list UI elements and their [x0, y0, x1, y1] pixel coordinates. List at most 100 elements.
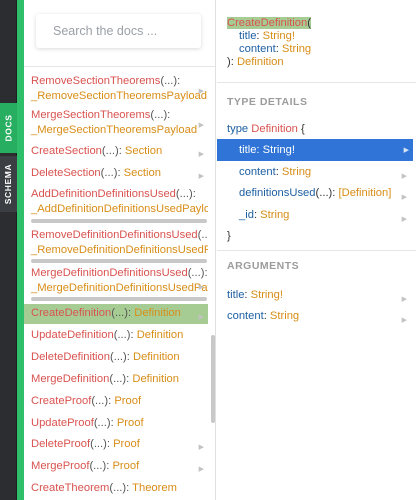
field-item-update-proof[interactable]: UpdateProof(...): Proof — [24, 416, 208, 431]
type-field-name[interactable]: title — [239, 144, 257, 156]
field-type[interactable]: Theorem — [132, 482, 177, 494]
type-field-definitions-used[interactable]: definitionsUsed(...): [Definition] ▶ — [239, 186, 413, 201]
type-field-name[interactable]: content — [239, 166, 276, 178]
type-field-id[interactable]: _id: String ▶ — [239, 208, 413, 223]
horizontal-scrollbar[interactable] — [31, 219, 207, 223]
vertical-scrollbar[interactable] — [211, 335, 215, 423]
field-args: (...) — [90, 438, 107, 450]
field-type[interactable]: Section — [123, 167, 161, 179]
field-type[interactable]: Proof — [116, 417, 144, 429]
field-item-merge-section-theorems[interactable]: MergeSectionTheorems(...): _MergeSection… — [24, 108, 208, 138]
signature-arg-type[interactable]: String! — [262, 30, 295, 42]
signature-arg-name: content — [239, 43, 276, 55]
field-name[interactable]: RemoveSectionTheorems — [31, 75, 161, 87]
field-type[interactable]: Proof — [112, 460, 140, 472]
type-field-type[interactable]: String — [260, 209, 290, 221]
type-field-type[interactable]: String — [281, 166, 312, 178]
field-args: (...) — [109, 351, 127, 363]
horizontal-scrollbar[interactable] — [31, 259, 207, 263]
field-args: (...) — [197, 229, 208, 241]
horizontal-scrollbar[interactable] — [31, 297, 207, 301]
field-name[interactable]: MergeProof — [31, 460, 90, 472]
search-input[interactable] — [53, 24, 193, 38]
docs-panel-accent — [17, 0, 24, 500]
field-name[interactable]: DeleteDefinition — [31, 351, 110, 363]
field-type[interactable]: Definition — [136, 329, 184, 341]
field-sep: : — [108, 395, 112, 407]
field-name[interactable]: UpdateProof — [31, 417, 94, 429]
field-args: (...) — [89, 460, 107, 472]
field-name[interactable]: CreateTheorem — [31, 482, 110, 494]
type-field-args: (...) — [315, 187, 333, 199]
field-name[interactable]: RemoveDefinitionDefinitionsUsed — [31, 229, 198, 241]
field-item-merge-definition-definitions-used[interactable]: MergeDefinitionDefinitionsUsed(...): _Me… — [24, 266, 208, 296]
search-box[interactable] — [36, 14, 201, 48]
signature-name: CreateDefinition — [227, 17, 308, 29]
field-type[interactable]: Definition — [134, 307, 181, 319]
field-sep: : — [126, 373, 130, 385]
field-item-merge-proof[interactable]: MergeProof(...): Proof ▶ — [24, 459, 208, 474]
open-brace: { — [301, 123, 305, 135]
argument-title[interactable]: title: String! ▶ — [227, 288, 413, 303]
field-type[interactable]: _AddDefinitionDefinitionsUsedPayload — [31, 203, 208, 215]
argument-content[interactable]: content: String ▶ — [227, 309, 413, 324]
close-brace: } — [227, 230, 231, 242]
field-name[interactable]: DeleteSection — [31, 167, 101, 179]
field-name[interactable]: CreateDefinition — [31, 307, 112, 319]
field-name[interactable]: CreateProof — [31, 395, 92, 407]
field-name[interactable]: AddDefinitionDefinitionsUsed — [31, 188, 176, 200]
side-tab-strip: DOCS SCHEMA — [0, 0, 17, 500]
field-item-remove-definition-definitions-used[interactable]: RemoveDefinitionDefinitionsUsed(...): _R… — [24, 228, 208, 258]
type-field-type[interactable]: String! — [262, 144, 295, 156]
type-field-title[interactable]: title: String! ▶ — [217, 139, 413, 161]
type-field-name[interactable]: _id — [239, 209, 254, 221]
field-name[interactable]: DeleteProof — [31, 438, 91, 450]
tab-schema[interactable]: SCHEMA — [0, 156, 17, 212]
field-item-create-proof[interactable]: CreateProof(...): Proof — [24, 394, 208, 409]
type-field-type[interactable]: [Definition] — [338, 187, 392, 199]
chevron-right-icon: ▶ — [401, 296, 407, 303]
field-type[interactable]: Definition — [132, 351, 180, 363]
chevron-right-icon: ▶ — [198, 284, 204, 291]
chevron-right-icon: ▶ — [198, 151, 204, 158]
signature-arg-name: title — [239, 30, 257, 42]
field-args: (...) — [113, 329, 131, 341]
field-item-create-theorem[interactable]: CreateTheorem(...): Theorem — [24, 481, 208, 496]
type-field-content[interactable]: content: String ▶ — [239, 165, 413, 180]
field-item-update-definition[interactable]: UpdateDefinition(...): Definition — [24, 328, 208, 343]
field-type[interactable]: Definition — [132, 373, 179, 385]
field-type[interactable]: _MergeSectionTheoremsPayload — [31, 124, 198, 136]
field-item-create-definition[interactable]: CreateDefinition(...): Definition ▶ — [24, 304, 208, 324]
field-name[interactable]: UpdateDefinition — [31, 329, 114, 341]
field-type[interactable]: Proof — [114, 395, 142, 407]
field-type[interactable]: _MergeDefinitionDefinitionsUsedPayload — [31, 282, 208, 294]
field-name[interactable]: CreateSection — [31, 145, 102, 157]
field-item-merge-definition[interactable]: MergeDefinition(...): Definition — [24, 372, 208, 387]
field-item-delete-section[interactable]: DeleteSection(...): Section ▶ — [24, 166, 208, 181]
signature-arg-type[interactable]: String — [281, 43, 312, 55]
field-item-add-definition-definitions-used[interactable]: AddDefinitionDefinitionsUsed(...): _AddD… — [24, 187, 208, 217]
field-sep: : — [204, 267, 208, 279]
field-item-delete-definition[interactable]: DeleteDefinition(...): Definition — [24, 350, 208, 365]
field-name[interactable]: MergeDefinition — [31, 373, 110, 385]
field-sep: : — [106, 460, 110, 472]
field-type[interactable]: Proof — [113, 438, 140, 450]
signature-name-highlight: CreateDefinition( — [227, 17, 311, 29]
field-sep: : — [118, 145, 122, 157]
argument-type[interactable]: String — [269, 310, 300, 322]
divider — [217, 82, 416, 83]
chevron-right-icon: ▶ — [401, 317, 407, 324]
field-name[interactable]: MergeDefinitionDefinitionsUsed — [31, 267, 188, 279]
field-item-create-section[interactable]: CreateSection(...): Section ▶ — [24, 144, 208, 159]
type-field-name[interactable]: definitionsUsed — [239, 187, 316, 199]
field-type[interactable]: _RemoveDefinitionDefinitionsUsedPayload — [31, 244, 208, 256]
signature-return-type[interactable]: Definition — [236, 56, 284, 68]
tab-docs[interactable]: DOCS — [0, 103, 17, 153]
field-type[interactable]: Section — [124, 145, 163, 157]
field-item-remove-section-theorems[interactable]: RemoveSectionTheorems(...): _RemoveSecti… — [24, 74, 208, 104]
field-type[interactable]: _RemoveSectionTheoremsPayload — [31, 90, 207, 102]
field-name[interactable]: MergeSectionTheorems — [31, 109, 151, 121]
argument-type[interactable]: String! — [250, 289, 283, 301]
signature-close: ): — [227, 56, 234, 68]
field-item-delete-proof[interactable]: DeleteProof(...): Proof ▶ — [24, 437, 208, 452]
